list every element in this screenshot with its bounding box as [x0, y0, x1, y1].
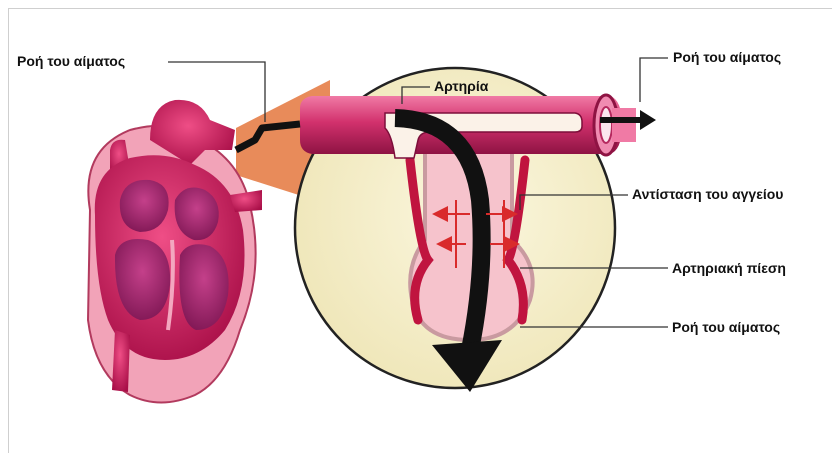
flow-arrowhead-right: [640, 110, 656, 130]
label-arterial-pressure: Αρτηριακή πίεση: [672, 260, 786, 276]
label-flow-right: Ροή του αίματος: [673, 49, 781, 65]
artery-end-lumen: [600, 107, 612, 143]
heart: [88, 100, 262, 403]
label-artery: Αρτηρία: [434, 78, 488, 94]
label-flow-left: Ροή του αίματος: [17, 53, 125, 69]
artery-tip: [612, 108, 636, 142]
label-vessel-resistance: Αντίσταση του αγγείου: [632, 186, 783, 202]
label-flow-bottom: Ροή του αίματος: [672, 319, 780, 335]
